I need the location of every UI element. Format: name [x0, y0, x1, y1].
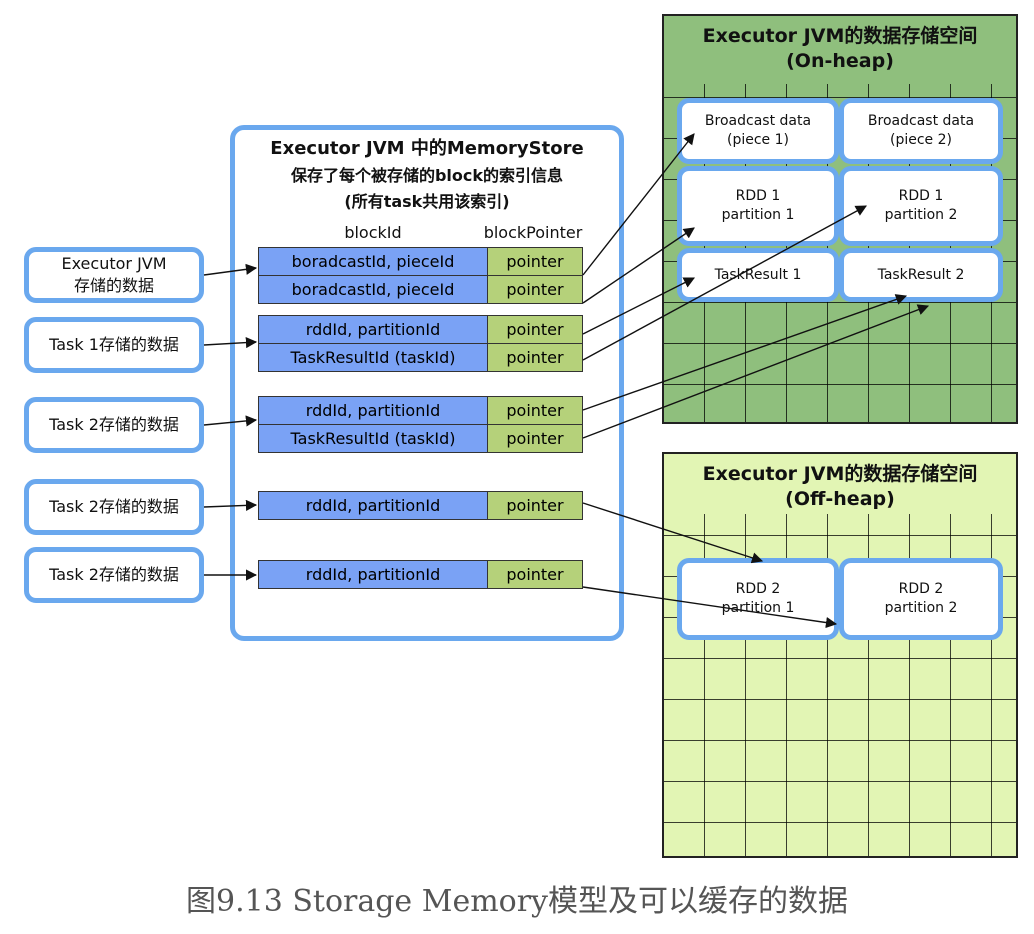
- column-header-block-id: blockId: [344, 223, 402, 242]
- pointer-cell: pointer: [487, 343, 583, 372]
- block-id-cell: rddId, partitionId: [258, 315, 488, 344]
- block-rdd1-partition-1: RDD 1 partition 1: [677, 166, 839, 246]
- block-id-cell: boradcastId, pieceId: [258, 275, 488, 304]
- off-heap-region: Executor JVM的数据存储空间 (Off-heap): [662, 452, 1018, 858]
- block-task-result-2: TaskResult 2: [839, 248, 1003, 302]
- pointer-cell: pointer: [487, 491, 583, 520]
- memory-store: [230, 125, 624, 641]
- block-id-cell: TaskResultId (taskId): [258, 424, 488, 453]
- source-task-2-b: Task 2存储的数据: [24, 479, 204, 535]
- off-heap-title: Executor JVM的数据存储空间 (Off-heap): [702, 463, 978, 510]
- memory-store-subtitle: 保存了每个被存储的block的索引信息: [290, 166, 564, 185]
- pointer-cell: pointer: [487, 396, 583, 425]
- block-broadcast-piece-1: Broadcast data (piece 1): [677, 98, 839, 164]
- block-id-cell: rddId, partitionId: [258, 396, 488, 425]
- memory-store-note: (所有task共用该索引): [344, 192, 510, 211]
- block-rdd1-partition-2: RDD 1 partition 2: [839, 166, 1003, 246]
- block-id-cell: rddId, partitionId: [258, 491, 488, 520]
- source-task-2-a: Task 2存储的数据: [24, 397, 204, 453]
- block-rdd2-partition-2: RDD 2 partition 2: [839, 558, 1003, 640]
- block-broadcast-piece-2: Broadcast data (piece 2): [839, 98, 1003, 164]
- block-task-result-1: TaskResult 1: [677, 248, 839, 302]
- source-task-1: Task 1存储的数据: [24, 317, 204, 373]
- pointer-cell: pointer: [487, 424, 583, 453]
- source-executor-jvm: Executor JVM 存储的数据: [24, 247, 204, 303]
- block-id-cell: boradcastId, pieceId: [258, 247, 488, 276]
- memory-store-title: Executor JVM 中的MemoryStore: [270, 138, 584, 159]
- source-task-2-c: Task 2存储的数据: [24, 547, 204, 603]
- block-id-cell: rddId, partitionId: [258, 560, 488, 589]
- block-id-cell: TaskResultId (taskId): [258, 343, 488, 372]
- pointer-cell: pointer: [487, 247, 583, 276]
- column-header-block-pointer: blockPointer: [483, 223, 583, 242]
- pointer-cell: pointer: [487, 315, 583, 344]
- on-heap-title: Executor JVM的数据存储空间 (On-heap): [702, 25, 978, 72]
- pointer-cell: pointer: [487, 560, 583, 589]
- block-rdd2-partition-1: RDD 2 partition 1: [677, 558, 839, 640]
- figure-caption: 图9.13 Storage Memory模型及可以缓存的数据: [186, 884, 848, 919]
- pointer-cell: pointer: [487, 275, 583, 304]
